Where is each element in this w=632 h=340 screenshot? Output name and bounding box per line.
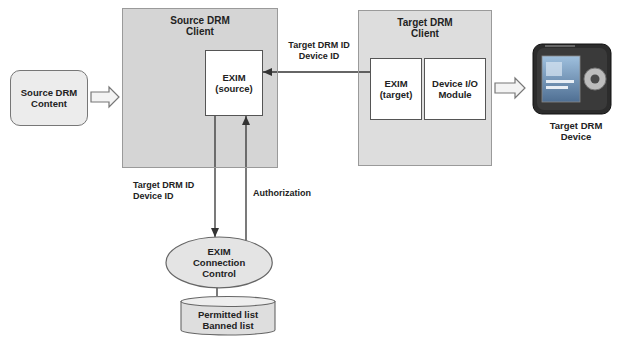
edge-label: Target DRM ID Device ID bbox=[132, 180, 212, 202]
node-text: Target DRM Client bbox=[388, 17, 462, 39]
screen-art bbox=[546, 62, 562, 76]
block-arrow bbox=[495, 78, 525, 98]
content-box: Source DRM Content bbox=[10, 70, 88, 126]
screen-line bbox=[546, 86, 568, 89]
node-text: EXIM Connection Control bbox=[183, 246, 255, 279]
player-bezel bbox=[537, 48, 607, 110]
ellipse-shape bbox=[166, 237, 272, 288]
client-box: Source DRM ClientEXIM (source) bbox=[122, 8, 278, 168]
node-text: Source DRM Client bbox=[163, 15, 237, 37]
control-ellipse: EXIM Connection Control bbox=[165, 236, 273, 289]
player-wheel bbox=[584, 68, 606, 90]
player-body bbox=[533, 44, 611, 114]
block-arrow bbox=[91, 87, 119, 107]
node-text: Source DRM Content bbox=[15, 87, 83, 109]
player-button bbox=[591, 75, 600, 84]
cylinder-cap bbox=[181, 297, 275, 307]
node-text: Device I/O Module bbox=[428, 78, 482, 100]
edge-label: Authorization bbox=[252, 188, 324, 199]
client-ground bbox=[358, 10, 492, 166]
edge-label: Target DRM ID Device ID bbox=[280, 40, 358, 62]
screen-line bbox=[546, 80, 574, 83]
player-detail bbox=[545, 45, 575, 47]
node-text: EXIM (target) bbox=[374, 78, 418, 100]
connector-arrow bbox=[214, 116, 215, 237]
connector-arrow bbox=[245, 116, 246, 240]
module-box: Device I/O Module bbox=[424, 58, 486, 120]
client-ground bbox=[122, 8, 278, 168]
connector-arrow bbox=[216, 288, 217, 296]
database-cylinder: Permitted list Banned list bbox=[180, 296, 276, 336]
player-screen bbox=[542, 56, 580, 102]
node-text: Target DRM Device bbox=[541, 120, 611, 142]
client-box: Target DRM ClientEXIM (target) Device I/O… bbox=[358, 10, 492, 166]
connector-arrow bbox=[263, 71, 370, 72]
device-label-box: Target DRM Device bbox=[528, 38, 624, 142]
node-text: Permitted list Banned list bbox=[180, 309, 276, 331]
module-box: EXIM (source) bbox=[205, 50, 263, 116]
node-text: EXIM (source) bbox=[209, 72, 259, 94]
module-box: EXIM (target) bbox=[370, 58, 422, 120]
